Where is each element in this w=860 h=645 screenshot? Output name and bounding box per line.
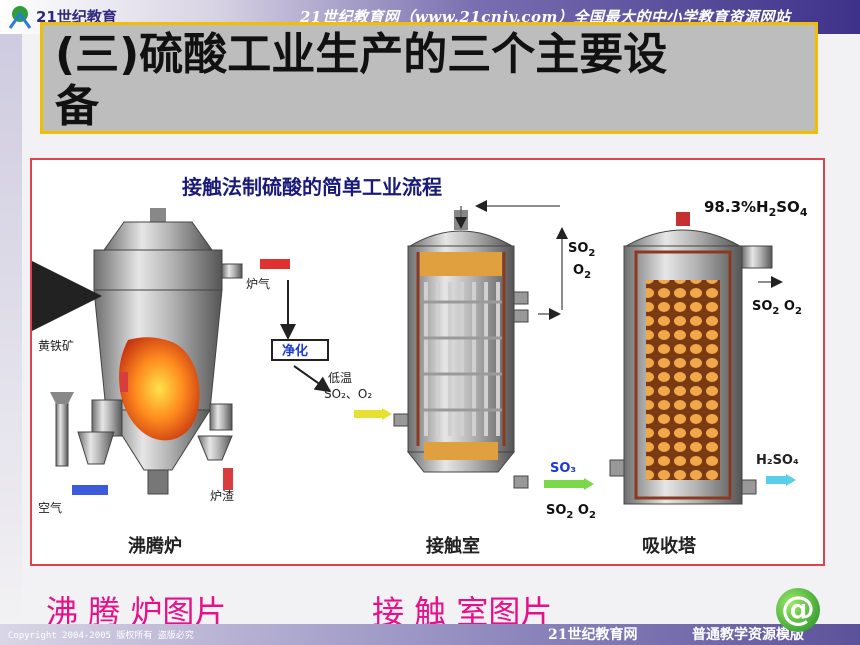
label-slag: 炉渣	[210, 489, 234, 503]
boiling-furnace: 空气 黄铁矿 空气 炉气 炉渣 沸腾炉	[32, 208, 290, 557]
label-purify: 净化	[282, 343, 308, 359]
footer-template-name: 普通教学资源模版	[692, 627, 804, 643]
label-pyrite: 黄铁矿	[38, 339, 74, 353]
label-tail-so2-o2: SO2 O2	[752, 299, 802, 317]
title-box: (三)硫酸工业生产的三个主要设 备	[40, 22, 818, 134]
purification-flow: 净化 低温 SO₂、O₂	[271, 280, 392, 420]
copyright-text: Copyright 2004-2005 版权所有 盗版必究	[8, 631, 194, 641]
at-icon[interactable]: @	[776, 588, 820, 632]
banner-site-text: 21世纪教育网（www.21cnjy.com）全国最大的中小学教育资源网站	[300, 8, 791, 26]
left-stripe	[0, 34, 22, 624]
footer-site-name: 21世纪教育网	[548, 627, 638, 643]
so3-flow: SO₃ SO2 O2	[544, 461, 596, 521]
recycle-arrows: SO2 O2	[455, 200, 595, 320]
bottom-bar	[0, 624, 860, 645]
contact-chamber: 接触室	[393, 210, 529, 557]
process-diagram: 接触法制硫酸的简单工业流程 空气 黄铁矿 空气 炉	[30, 158, 825, 566]
absorption-tower: H₂SO₄ 98.3%H2SO4 SO2 O2 吸收塔	[609, 198, 808, 557]
label-air-bottom: 空气	[38, 500, 62, 515]
label-air-top: 空气	[38, 274, 62, 289]
site-logo: 21世纪教育	[8, 6, 117, 29]
label-converter-name: 接触室	[426, 535, 480, 557]
label-o2-top: O2	[573, 263, 591, 281]
label-bottom-so2-o2: SO2 O2	[546, 503, 596, 521]
process-diagram-svg: 接触法制硫酸的简单工业流程 空气 黄铁矿 空气 炉	[32, 175, 808, 557]
label-so3: SO₃	[550, 461, 576, 476]
label-furnace-name: 沸腾炉	[128, 535, 182, 557]
slide-title: (三)硫酸工业生产的三个主要设 备	[55, 29, 795, 133]
title-line-2: 备	[55, 81, 99, 132]
label-absorber-name: 吸收塔	[642, 535, 697, 557]
label-low-temp: 低温	[328, 371, 352, 385]
label-furnace-gas: 炉气	[246, 276, 270, 291]
title-line-1: (三)硫酸工业生产的三个主要设	[55, 29, 668, 80]
logo-text: 21世纪教育	[36, 8, 117, 26]
label-h2so4: H₂SO₄	[756, 453, 799, 468]
diagram-heading: 接触法制硫酸的简单工业流程	[182, 175, 442, 199]
label-so2-top: SO2	[568, 241, 595, 259]
label-so2-o2-low: SO₂、O₂	[324, 387, 372, 401]
label-acid-concentration: 98.3%H2SO4	[704, 198, 808, 219]
